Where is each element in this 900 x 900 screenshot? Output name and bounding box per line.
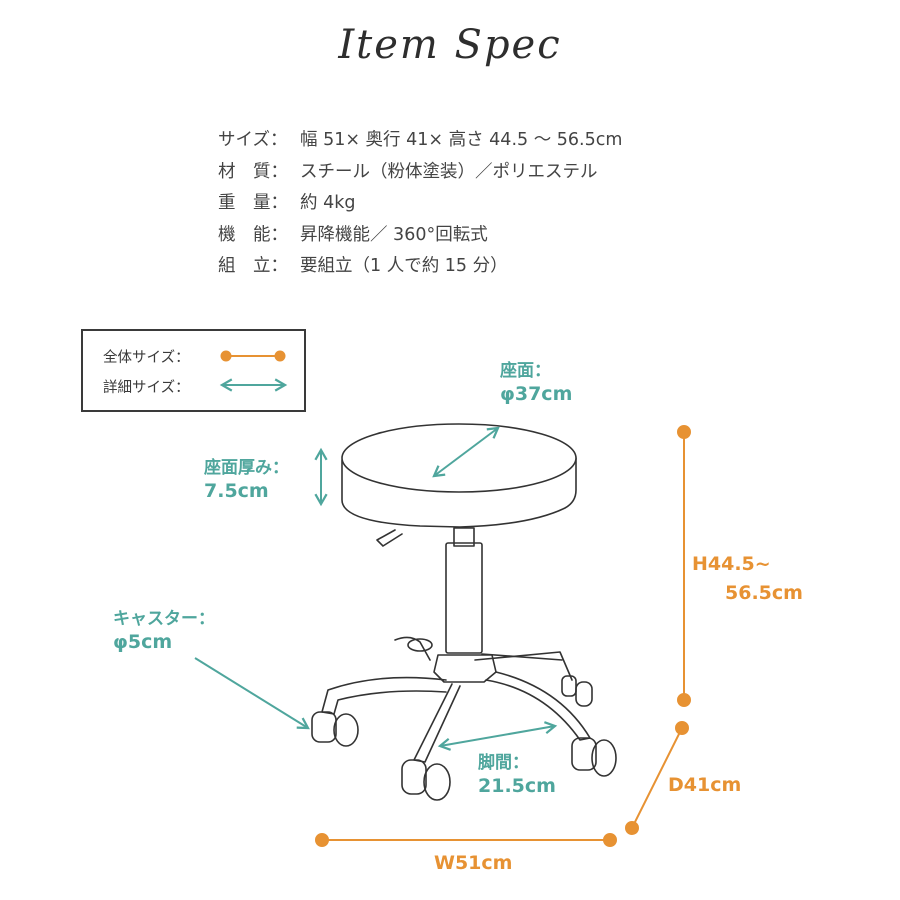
thickness-label: 座面厚み： (204, 458, 289, 478)
seat-diameter-arrow (432, 426, 500, 478)
leg-span-annotation: 脚間： 21.5cm (478, 752, 556, 799)
spec-label: 重 量： (218, 193, 288, 213)
spec-value: 幅 51× 奥行 41× 高さ 44.5 〜 56.5cm (300, 130, 623, 150)
spec-value: 約 4kg (300, 193, 356, 213)
seat-value: φ37cm (500, 383, 573, 406)
stool-illustration (311, 423, 617, 801)
width-label: W51cm (434, 852, 513, 874)
spec-value: 昇降機能／ 360°回転式 (300, 224, 488, 245)
caster-value: φ5cm (113, 631, 173, 654)
caster-label: キャスター： (113, 609, 215, 629)
legend-overall-label: 全体サイズ： (103, 350, 190, 366)
legend-overall-sample (220, 350, 286, 362)
spec-label: 機 能： (218, 224, 288, 245)
depth-dimension-line (631, 727, 683, 829)
spec-row-material: 材 質： スチール（粉体塗装）／ポリエステル (218, 158, 622, 190)
overall-dimensions (315, 425, 691, 847)
spec-row-function: 機 能： 昇降機能／ 360°回転式 (218, 221, 622, 253)
spec-row-assembly: 組 立： 要組立（1 人で約 15 分） (218, 252, 622, 284)
caster-annotation: キャスター： φ5cm (113, 608, 215, 655)
leg-span-arrow (437, 721, 558, 751)
legend-detail-label: 詳細サイズ： (103, 380, 190, 396)
height-label-line1: H44.5~ (692, 553, 771, 575)
spec-label: サイズ： (218, 130, 288, 150)
spec-value: 要組立（1 人で約 15 分） (300, 256, 508, 276)
spec-value: スチール（粉体塗装）／ポリエステル (300, 161, 598, 182)
leg-label: 脚間： (478, 753, 529, 773)
detail-arrows (194, 426, 558, 751)
seat-label: 座面： (500, 361, 551, 381)
spec-list: サイズ： 幅 51× 奥行 41× 高さ 44.5 〜 56.5cm 材 質： … (218, 126, 622, 284)
seat-thickness-annotation: 座面厚み： 7.5cm (204, 457, 289, 504)
depth-label: D41cm (668, 774, 742, 796)
legend-box: 全体サイズ： 詳細サイズ： (81, 329, 306, 412)
caster-pointer-arrow (194, 657, 310, 730)
height-label-line2: 56.5cm (725, 582, 803, 604)
thickness-value: 7.5cm (204, 480, 269, 503)
spec-label: 材 質： (218, 161, 288, 182)
seat-diameter-annotation: 座面： φ37cm (500, 360, 572, 407)
leg-value: 21.5cm (478, 775, 556, 798)
spec-row-weight: 重 量： 約 4kg (218, 189, 622, 221)
page-title: Item Spec (338, 22, 562, 68)
spec-label: 組 立： (218, 256, 288, 276)
spec-row-size: サイズ： 幅 51× 奥行 41× 高さ 44.5 〜 56.5cm (218, 126, 622, 158)
